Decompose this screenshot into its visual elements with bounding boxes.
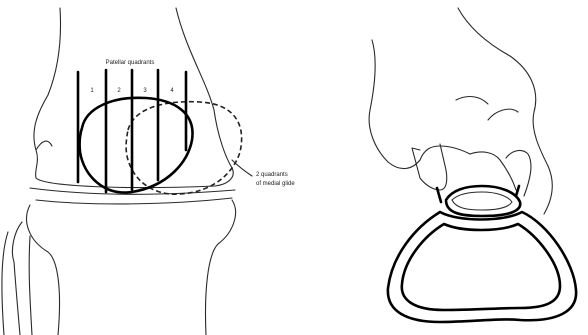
glide-arrow-right <box>516 186 519 196</box>
condyle-inner-outline <box>402 224 560 310</box>
tibia-outline <box>27 205 60 335</box>
right-hand-figure <box>369 8 576 322</box>
left-knee-figure: 1 2 3 4 Patellar quadrants 2 quadrants o… <box>2 8 295 335</box>
medial-glide-label-line1: 2 quadrants <box>256 172 288 178</box>
medial-glide-label-line2: of medial glide <box>256 181 295 187</box>
patella-outline <box>80 98 193 193</box>
quadrant-number-2: 2 <box>117 88 121 94</box>
leader-line <box>232 160 252 176</box>
fibula-outline <box>12 222 22 335</box>
quadrant-number-3: 3 <box>143 88 147 94</box>
quadrant-number-1: 1 <box>90 88 94 94</box>
quadrant-number-4: 4 <box>170 88 174 94</box>
medial-glide-outline <box>126 102 242 194</box>
thumb-outline <box>412 144 447 190</box>
patellar-quadrants-label: Patellar quadrants <box>106 60 155 66</box>
hand-outline <box>458 8 552 214</box>
patella-axial-outline <box>446 186 520 216</box>
